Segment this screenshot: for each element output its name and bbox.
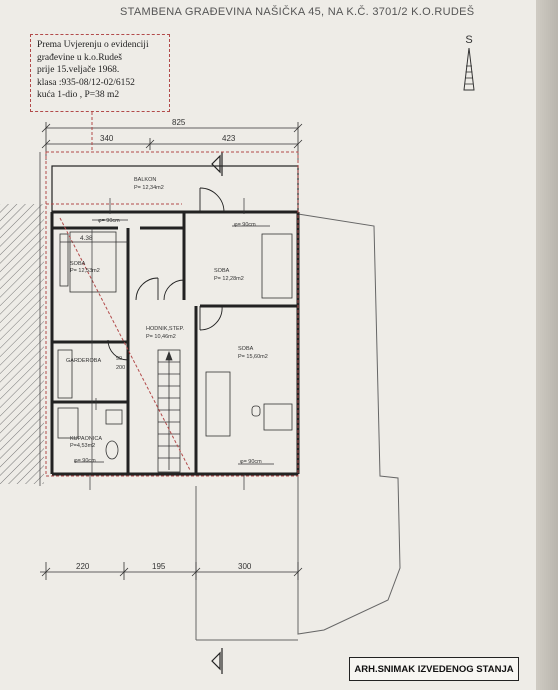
room-soba3-name: SOBA: [238, 346, 254, 352]
dim-inner-438: 4.38: [80, 235, 93, 242]
evidence-note: Prema Uvjerenju o evidenciji građevine u…: [30, 34, 170, 112]
window-markers: [74, 198, 274, 490]
note-line-2: građevine u k.o.Rudeš: [37, 52, 122, 63]
room-hodnik-area: P= 10,46m2: [146, 334, 176, 340]
door-label-90: 90: [116, 356, 122, 362]
window-label-1: φ= 90cm: [98, 218, 120, 224]
note-line-4: klasa :935-08/12-02/6152: [37, 77, 135, 88]
drawing-stamp: ARH.SNIMAK IZVEDENOG STANJA: [349, 657, 519, 681]
window-label-4: φ= 90cm: [74, 458, 96, 464]
dim-top-total: 825: [172, 118, 186, 127]
top-dimensions: [41, 122, 303, 160]
dim-bottom-1: 220: [76, 562, 90, 571]
dim-bottom-3: 300: [238, 562, 252, 571]
compass-label: S: [465, 34, 473, 46]
window-label-3: φ= 90cm: [240, 459, 262, 465]
room-garderoba-name: GARDEROBA: [66, 358, 101, 364]
header-title: STAMBENA GRAĐEVINA NAŠIČKA 45, NA K.Č. 3…: [120, 6, 475, 18]
legal-extent-dashed: [45, 112, 299, 477]
dim-top-right: 423: [222, 134, 236, 143]
room-kupaonica-area: P=4,53m2: [70, 443, 95, 449]
neighbour-wall-hatch: [0, 204, 44, 484]
north-arrow-icon: [463, 47, 475, 91]
note-line-5: kuća 1-dio , P=38 m2: [37, 90, 120, 100]
door-label-200: 200: [116, 365, 125, 371]
section-marker-bottom: [211, 648, 223, 674]
dim-top-left: 340: [100, 134, 114, 143]
room-soba2-name: SOBA: [214, 268, 230, 274]
room-soba2-area: P= 12,28m2: [214, 276, 244, 282]
furniture: [57, 231, 293, 460]
drawing-sheet: [0, 0, 536, 690]
note-line-3: prije 15.veljače 1968.: [37, 65, 120, 75]
left-dimensions: [39, 152, 128, 486]
balcony-outline: [51, 165, 299, 213]
room-soba1-area: P= 12,53m2: [70, 268, 100, 274]
room-kupaonica-name: KUPAONICA: [70, 436, 102, 442]
room-hodnik-name: HODNIK,STEP.: [146, 326, 185, 332]
note-line-1: Prema Uvjerenju o evidenciji: [37, 40, 149, 50]
room-balkon-area: P= 12,34m2: [134, 185, 164, 191]
dim-bottom-2: 195: [152, 562, 166, 571]
site-outline: [297, 213, 401, 635]
floor-plan: 825 340 423: [0, 112, 401, 674]
bottom-dimensions: [40, 562, 303, 580]
building-walls: [50, 210, 300, 476]
room-soba1-name: SOBA: [70, 261, 86, 267]
room-soba3-area: P= 15,60m2: [238, 354, 268, 360]
staircase: [157, 349, 181, 473]
paper-edge: [536, 0, 558, 690]
compass: S: [462, 34, 476, 97]
window-label-2: φ= 90cm: [234, 222, 256, 228]
section-marker-top: [211, 152, 223, 176]
room-balkon-name: BALKON: [134, 177, 156, 183]
doors: [107, 187, 225, 361]
